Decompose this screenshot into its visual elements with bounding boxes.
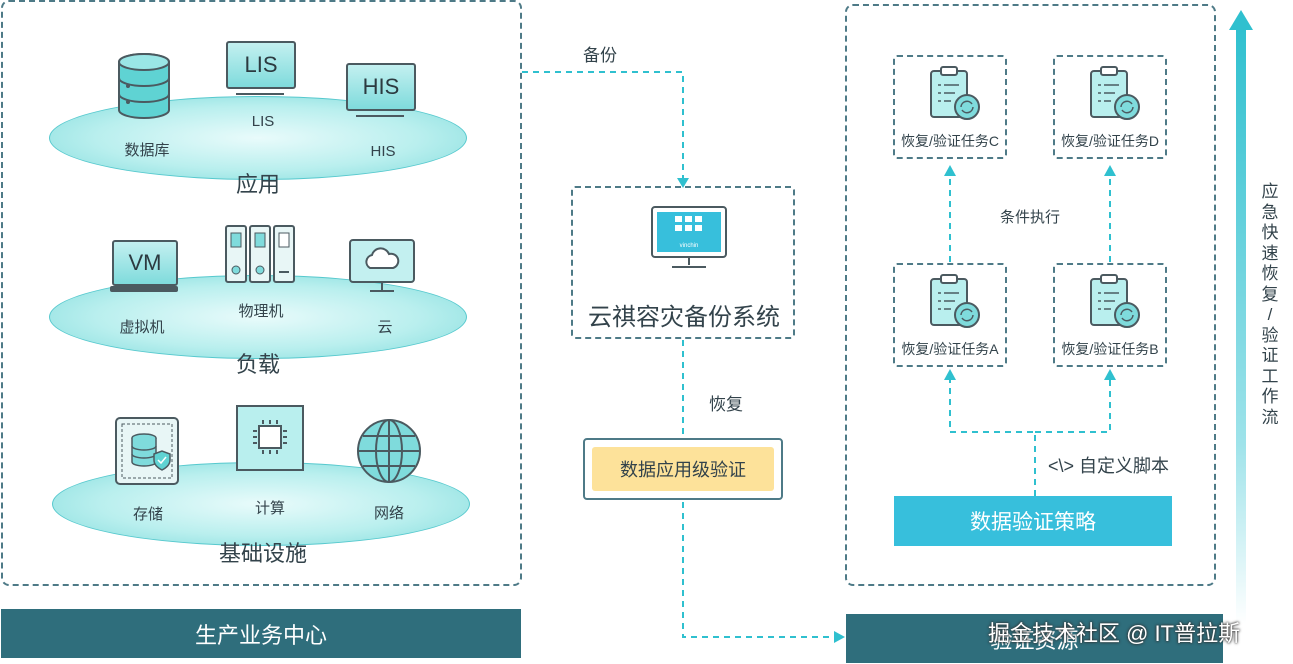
load-layer-title: 负载 bbox=[235, 352, 280, 377]
network-label: 网络 bbox=[373, 505, 404, 522]
task-c-box: 恢复/验证任务C bbox=[893, 55, 1007, 159]
verification-panel bbox=[845, 4, 1216, 586]
production-center-bar: 生产业务中心 bbox=[1, 609, 521, 658]
flow-char: 恢 bbox=[1261, 264, 1279, 283]
flow-char: 急 bbox=[1261, 202, 1279, 222]
task-d-label: 恢复/验证任务D bbox=[1061, 133, 1159, 149]
custom-script-label: <\> 自定义脚本 bbox=[1048, 456, 1170, 476]
flow-char: 复 bbox=[1261, 284, 1279, 304]
his-monitor-icon: HIS bbox=[346, 63, 416, 121]
arrow-up-icon bbox=[1229, 10, 1253, 30]
task-d-box: 恢复/验证任务D bbox=[1053, 55, 1167, 159]
compute-label: 计算 bbox=[254, 500, 285, 517]
task-a-box: 恢复/验证任务A bbox=[893, 263, 1007, 367]
flow-char: 作 bbox=[1261, 387, 1279, 406]
infra-layer-title: 基础设施 bbox=[218, 541, 307, 566]
compute-chip-icon bbox=[236, 405, 304, 471]
his-label: HIS bbox=[370, 143, 396, 160]
task-b-label: 恢复/验证任务B bbox=[1061, 341, 1159, 357]
backup-label: 备份 bbox=[583, 46, 617, 65]
database-label: 数据库 bbox=[124, 142, 170, 159]
flow-char: 验 bbox=[1261, 325, 1279, 345]
backup-monitor-icon: vinchin bbox=[651, 206, 727, 268]
clipboard-refresh-icon bbox=[1090, 66, 1140, 120]
production-center-panel bbox=[1, 0, 522, 586]
condition-label: 条件执行 bbox=[999, 209, 1060, 226]
his-screen-label: HIS bbox=[346, 63, 416, 111]
task-a-label: 恢复/验证任务A bbox=[901, 341, 999, 357]
data-verify-strategy-box: 数据验证策略 bbox=[894, 496, 1172, 546]
emergency-workflow-label: 应 急 快 速 恢 复 / 验 证 工 作 流 bbox=[1258, 182, 1282, 428]
restore-label: 恢复 bbox=[709, 395, 743, 414]
app-layer-title: 应用 bbox=[235, 172, 280, 197]
physical-server-icon bbox=[225, 225, 295, 283]
storage-icon bbox=[115, 417, 179, 485]
clipboard-refresh-icon bbox=[930, 66, 980, 120]
monitor-brand: vinchin bbox=[680, 243, 699, 249]
watermark: 掘金技术社区 @ IT普拉斯 bbox=[988, 621, 1241, 646]
lis-label: LIS bbox=[251, 113, 275, 130]
backup-system-title: 云祺容灾备份系统 bbox=[588, 304, 780, 331]
backup-system-box bbox=[571, 186, 795, 339]
cloud-label: 云 bbox=[377, 319, 393, 336]
clipboard-refresh-icon bbox=[1090, 274, 1140, 328]
vm-label: 虚拟机 bbox=[119, 319, 165, 336]
task-c-label: 恢复/验证任务C bbox=[901, 133, 999, 149]
vm-monitor-icon: VM bbox=[110, 240, 180, 298]
task-b-box: 恢复/验证任务B bbox=[1053, 263, 1167, 367]
clipboard-refresh-icon bbox=[930, 274, 980, 328]
flow-char: / bbox=[1267, 305, 1273, 324]
flow-char: 快 bbox=[1261, 223, 1279, 242]
app-level-verify-box: 数据应用级验证 bbox=[583, 438, 783, 500]
app-level-verify-label: 数据应用级验证 bbox=[592, 447, 774, 491]
storage-label: 存储 bbox=[132, 506, 163, 523]
physical-machine-label: 物理机 bbox=[238, 303, 284, 320]
lis-monitor-icon: LIS bbox=[226, 41, 296, 99]
verification-resources-bar: 验证资源 bbox=[846, 614, 1223, 663]
flow-char: 流 bbox=[1261, 407, 1279, 427]
flow-char: 应 bbox=[1261, 182, 1279, 201]
flow-char: 工 bbox=[1261, 366, 1279, 386]
cloud-monitor-icon bbox=[349, 239, 415, 292]
vm-screen-label: VM bbox=[112, 240, 178, 286]
flow-char: 速 bbox=[1261, 243, 1279, 263]
flow-char: 证 bbox=[1261, 346, 1279, 365]
lis-screen-label: LIS bbox=[226, 41, 296, 89]
network-globe-icon bbox=[357, 419, 421, 483]
upward-flow-arrow bbox=[1236, 26, 1246, 624]
database-icon bbox=[118, 53, 170, 119]
